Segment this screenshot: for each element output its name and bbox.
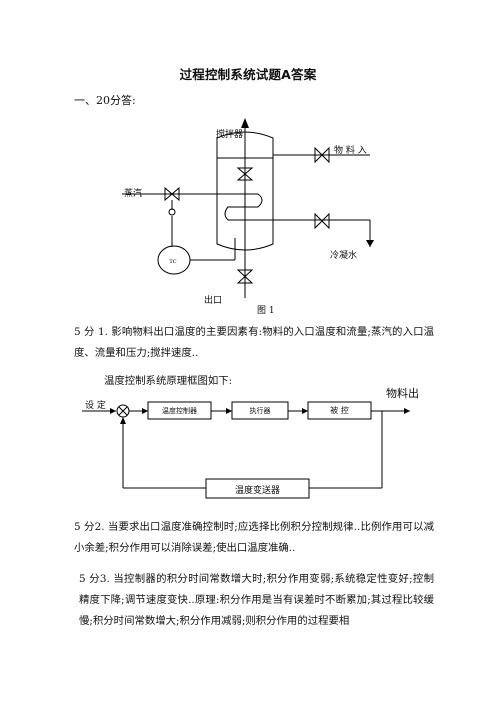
block-feedback: 温度变送器 <box>234 486 280 496</box>
setpoint-label: 设 定 <box>85 401 106 411</box>
block-actuator: 执行器 <box>249 407 271 415</box>
block-process: 被 控 <box>330 406 349 415</box>
page-title: 过程控制系统试题A答案 <box>179 67 317 82</box>
svg-text:TC: TC <box>169 259 176 265</box>
stirrer-label: 搅拌器 <box>216 130 244 140</box>
paragraph-1: 5 分 1. 影响物料出口温度的主要因素有:物料的入口温度和流量;蒸汽的入口温度… <box>74 326 434 359</box>
paragraph-3: 5 分2. 当要求出口温度准确控制时;应选择比例积分控制规律..比例作用可以减小… <box>74 521 434 554</box>
paragraph-4: 5 分3. 当控制器的积分时间常数增大时;积分作用变弱;系统稳定性变好;控制精度… <box>79 573 434 627</box>
section-heading: 一、20分答: <box>74 94 136 107</box>
paragraph-2: 温度控制系统原理框图如下: <box>104 375 233 387</box>
feed-label: 物 料 入 <box>334 146 367 156</box>
cooling-label: 冷凝水 <box>330 251 358 261</box>
outlet-label: 出口 <box>204 296 223 306</box>
steam-label: 蒸汽 <box>124 189 143 199</box>
output-label: 物料出 <box>386 387 419 400</box>
block-controller: 温度控制器 <box>162 407 197 415</box>
figure-label: 图 1 <box>257 306 275 316</box>
